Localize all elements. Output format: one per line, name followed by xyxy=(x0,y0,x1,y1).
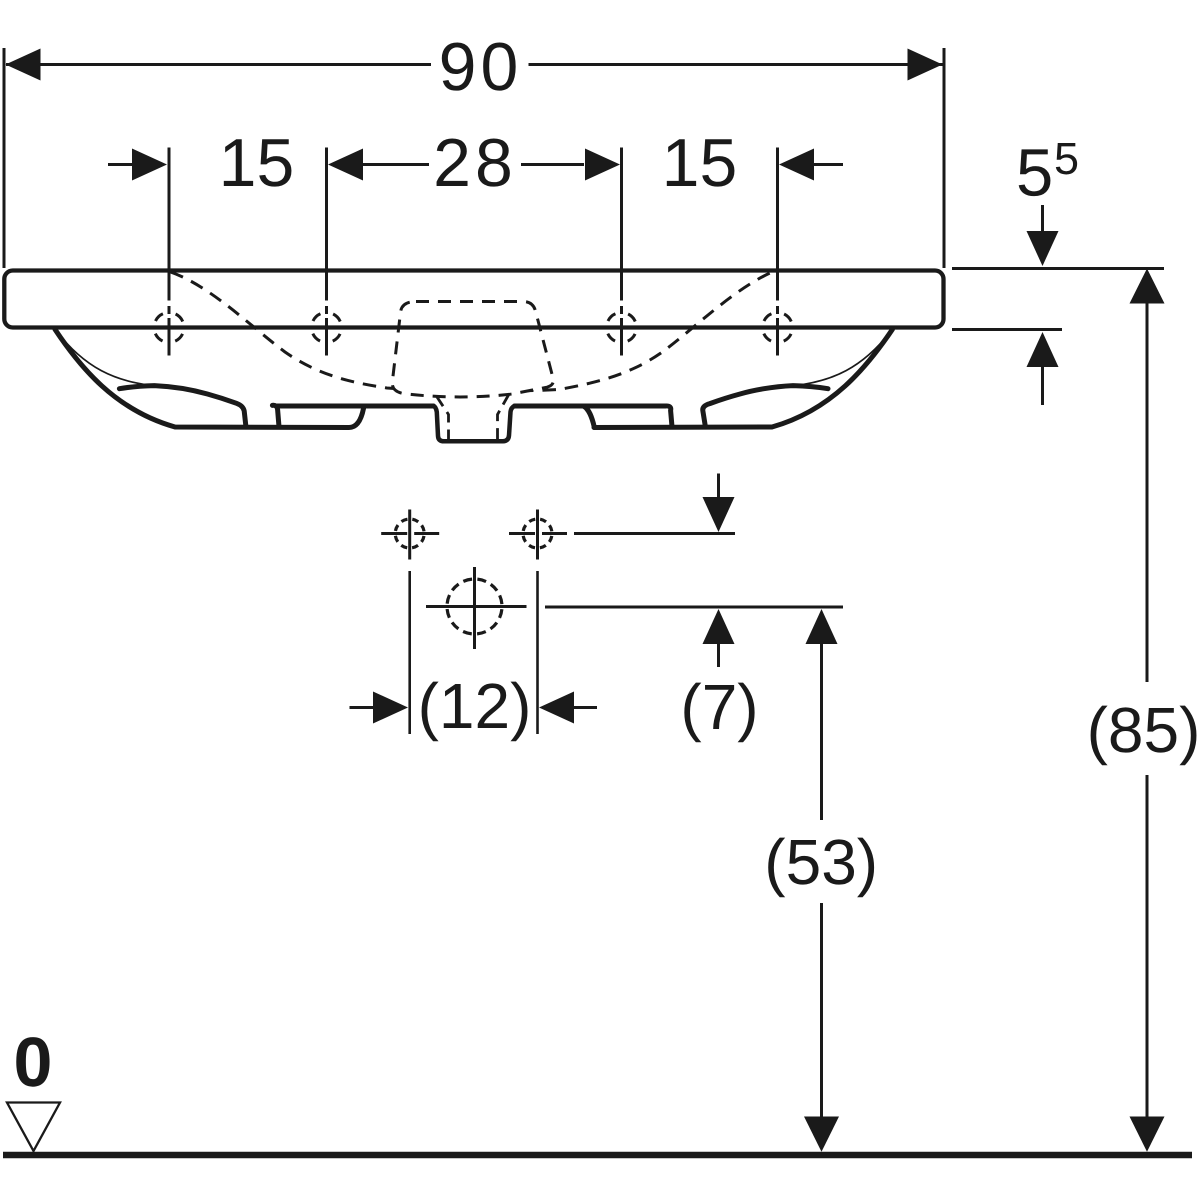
svg-text:90: 90 xyxy=(439,29,523,105)
svg-text:(53): (53) xyxy=(764,826,878,898)
svg-text:(12): (12) xyxy=(418,670,532,742)
svg-text:0: 0 xyxy=(14,1023,53,1101)
svg-text:5: 5 xyxy=(1054,133,1079,184)
svg-text:(85): (85) xyxy=(1087,694,1200,766)
svg-text:(7): (7) xyxy=(680,671,758,743)
svg-text:5: 5 xyxy=(1016,136,1053,211)
svg-text:15: 15 xyxy=(219,125,295,201)
svg-text:28: 28 xyxy=(433,125,517,201)
svg-text:15: 15 xyxy=(662,125,738,201)
